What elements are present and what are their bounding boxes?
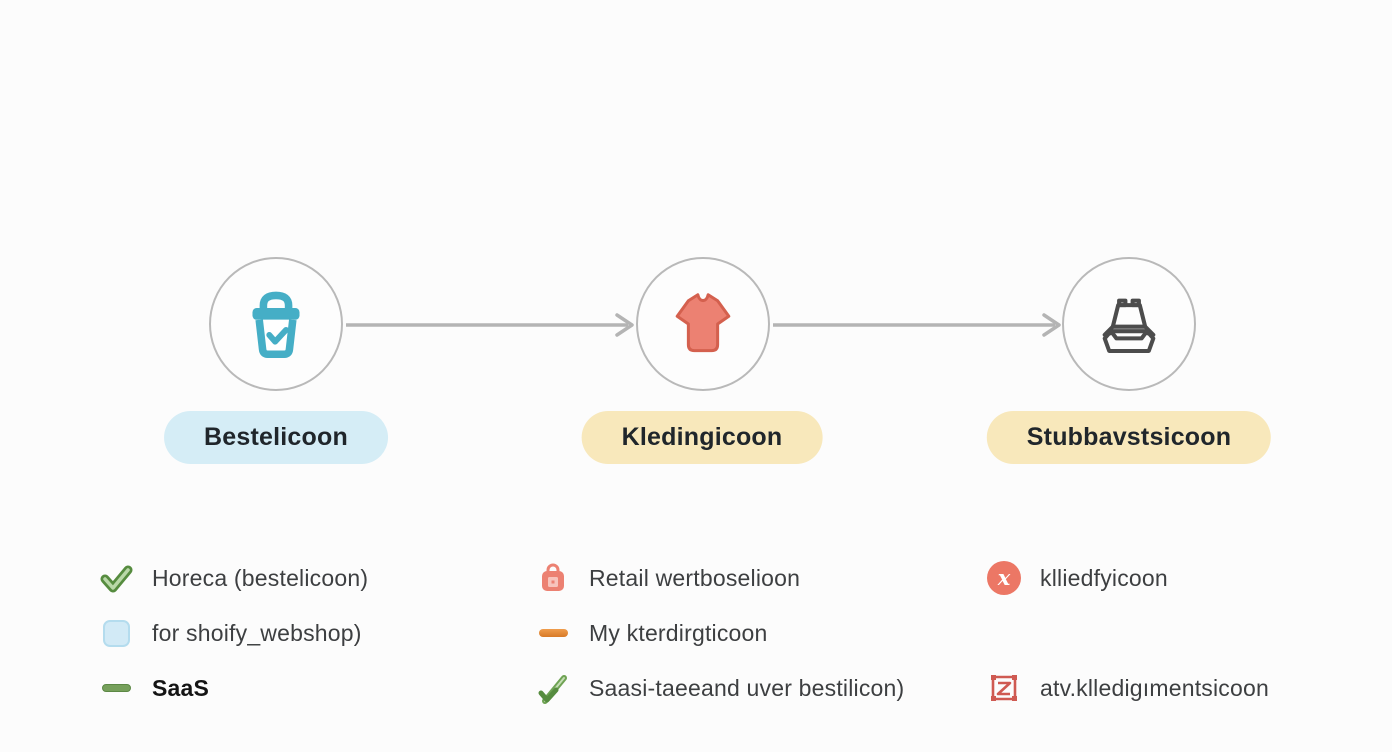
legend-item: for shoify_webshop) [98, 613, 368, 653]
step-label: Stubbavstsicoon [1026, 423, 1232, 451]
legend-column-middle: Retail wertboselioon My kterdirgticoon S… [535, 558, 904, 723]
step-pill-stubbavst: Stubbavstsicoon [986, 411, 1272, 464]
step-label: Bestelicoon [204, 423, 348, 451]
step-pill-bestel: Bestelicoon [164, 411, 388, 464]
legend-column-right: x klliedfyicoon atv.klledigımentsicoon [986, 558, 1269, 723]
legend-item: My kterdirgticoon [535, 613, 904, 653]
legend-item: x klliedfyicoon [986, 558, 1269, 598]
green-dash-icon [98, 670, 134, 706]
legend-label: Horeca (bestelicoon) [152, 564, 369, 591]
legend-label: SaaS [152, 674, 210, 701]
orange-dash-icon [535, 615, 571, 651]
legend-label: for shoify_webshop) [152, 619, 362, 646]
step-label: Kledingicoon [621, 423, 783, 451]
arrow-right-icon [773, 313, 1061, 337]
x-circle-icon: x [986, 560, 1022, 596]
step-circle-bestel [209, 257, 343, 391]
legend-item: Horeca (bestelicoon) [98, 558, 368, 598]
tshirt-icon [675, 293, 731, 353]
legend-item: Retail wertboselioon [535, 558, 904, 598]
frame-z-icon [986, 670, 1022, 706]
legend-item: Saasi-taeeand uver bestilicon) [535, 668, 904, 708]
legend-label: Retail wertboselioon [589, 564, 801, 591]
legend-item: SaaS [98, 668, 368, 708]
legend-item: atv.klledigımentsicoon [986, 668, 1269, 708]
step-pill-kleding: Kledingicoon [581, 411, 823, 464]
legend-column-left: Horeca (bestelicoon) for shoify_webshop)… [98, 558, 368, 723]
takeout-box-icon [1102, 298, 1156, 354]
blue-square-icon [98, 615, 134, 651]
legend-label: Saasi-taeeand uver bestilicon) [589, 674, 905, 701]
basket-check-icon [252, 291, 300, 359]
step-circle-stubbavst [1062, 257, 1196, 391]
check-pen-icon [535, 670, 571, 706]
arrow-right-icon [346, 313, 634, 337]
step-circle-kleding [636, 257, 770, 391]
legend-label: klliedfyicoon [1040, 564, 1168, 591]
check-icon [98, 560, 134, 596]
legend-label: atv.klledigımentsicoon [1040, 674, 1269, 701]
legend-label: My kterdirgticoon [589, 619, 768, 646]
legend-spacer [986, 613, 1269, 653]
bag-icon [535, 560, 571, 596]
